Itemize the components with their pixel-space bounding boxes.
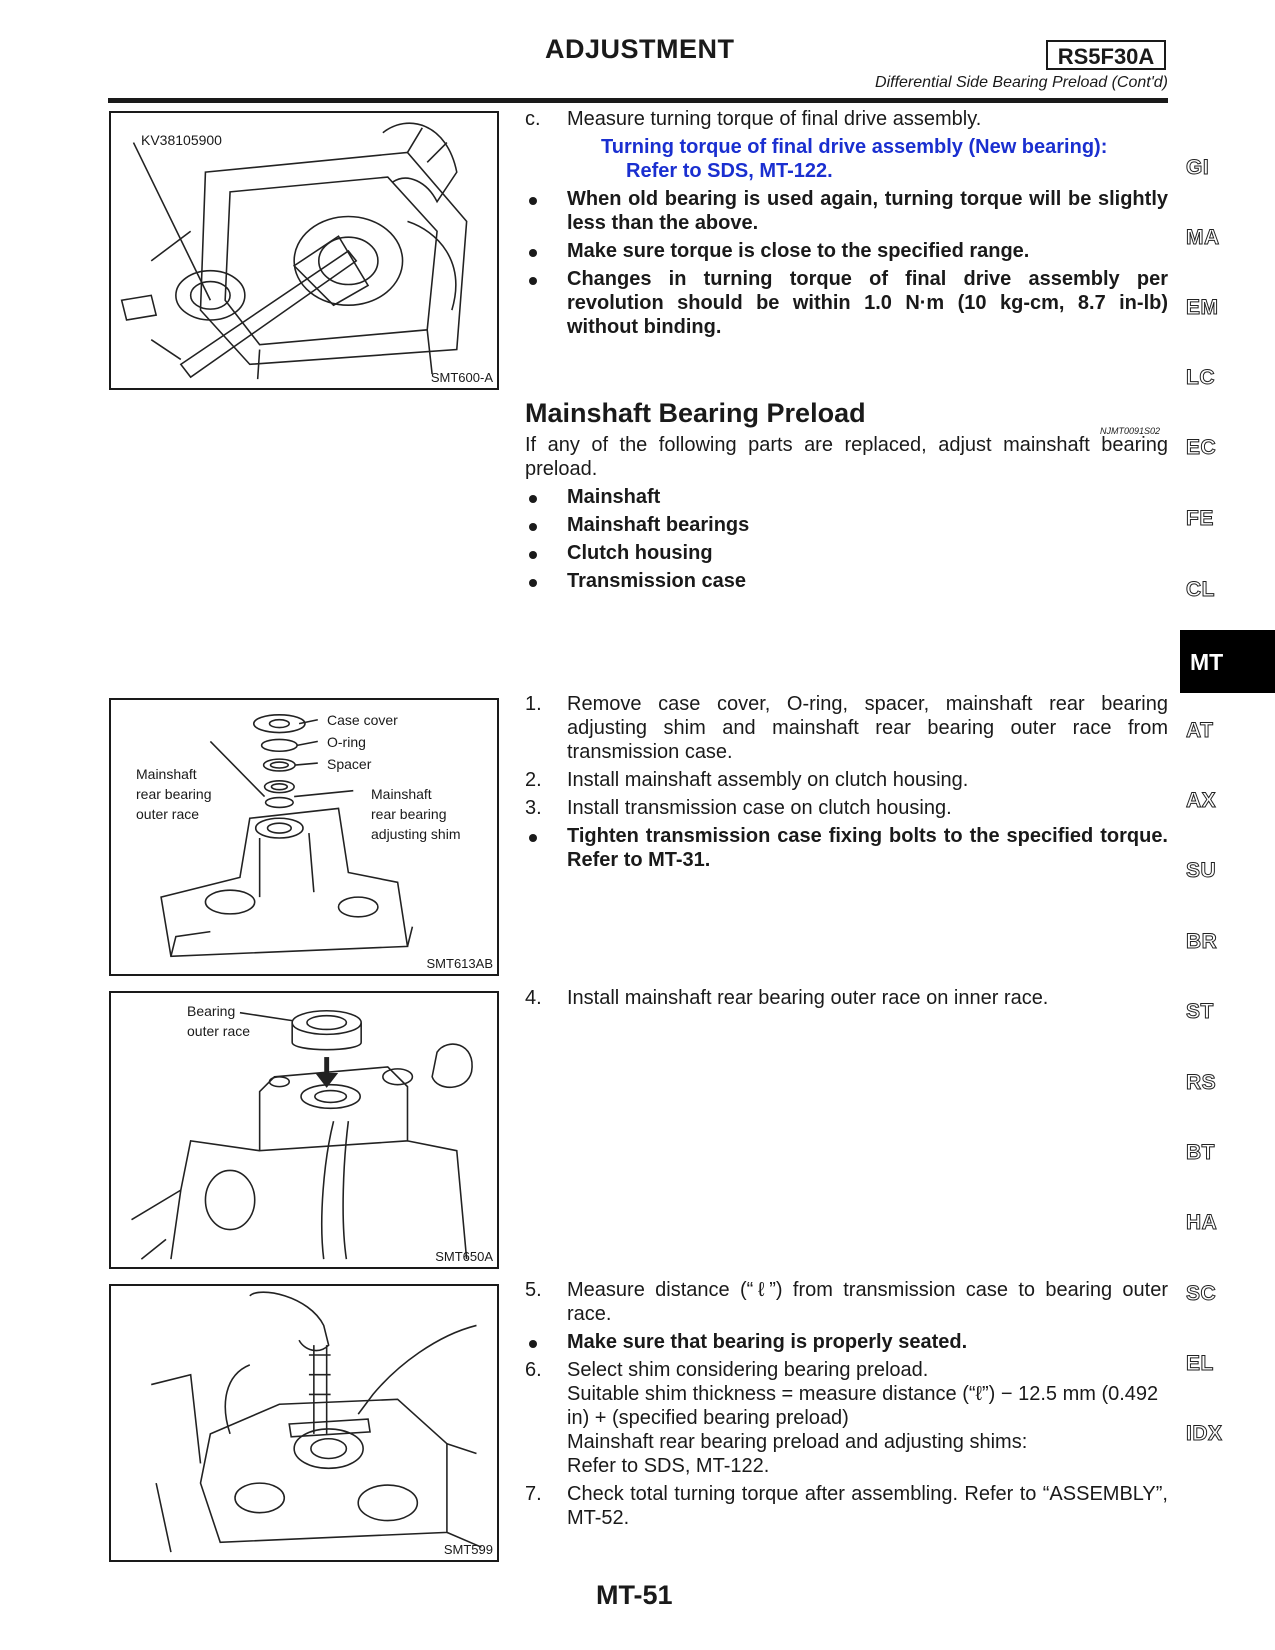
bullet-item: Tighten transmission case fixing bolts t…: [525, 824, 1168, 872]
bullet-item: Make sure torque is close to the specifi…: [525, 239, 1168, 263]
step-1: 1. Remove case cover, O-ring, spacer, ma…: [525, 692, 1168, 764]
figure-code: SMT650A: [435, 1249, 493, 1264]
step-marker: 6.: [525, 1359, 542, 1381]
step-text: Select shim considering bearing preload.: [567, 1359, 929, 1381]
bullet-item: Make sure that bearing is properly seate…: [525, 1330, 1168, 1354]
part-item: Mainshaft bearings: [525, 513, 1168, 537]
side-tab-ec[interactable]: EC: [1185, 436, 1217, 460]
figure-label: Bearing outer race: [187, 1003, 251, 1039]
step-5: 5. Measure distance (“ℓ”) from transmiss…: [525, 1278, 1168, 1326]
step-text: Install mainshaft assembly on clutch hou…: [567, 769, 969, 791]
page-subtitle: Differential Side Bearing Preload (Cont'…: [875, 74, 1168, 91]
bullet-dot: [529, 551, 537, 559]
figure-code: SMT613AB: [426, 956, 493, 971]
side-tab-bt[interactable]: BT: [1186, 1141, 1216, 1165]
side-tab-rs[interactable]: RS: [1185, 1071, 1217, 1095]
bullet-item: Changes in turning torque of final drive…: [525, 267, 1168, 339]
text-block-steps-5-7: 5. Measure distance (“ℓ”) from transmiss…: [525, 1278, 1168, 1534]
figure-smt613ab: Case cover O-ring Spacer Mainshaft rear …: [109, 698, 499, 976]
side-tab-su[interactable]: SU: [1185, 859, 1217, 883]
text-block-steps-1-3: 1. Remove case cover, O-ring, spacer, ma…: [525, 692, 1168, 876]
bullet-dot: [529, 1340, 537, 1348]
step-marker: 1.: [525, 693, 542, 715]
side-tab-active[interactable]: MT: [1180, 630, 1275, 693]
part-item: Mainshaft: [525, 485, 1168, 509]
figure-smt600a: KV38105900 SMT600-A: [109, 111, 499, 390]
part-item: Clutch housing: [525, 541, 1168, 565]
side-tab-el[interactable]: EL: [1186, 1352, 1214, 1376]
bullet-dot: [529, 579, 537, 587]
bullet-dot: [529, 523, 537, 531]
step-text: Measure distance (“ℓ”) from transmission…: [567, 1279, 1168, 1325]
side-tab-ha[interactable]: HA: [1185, 1211, 1218, 1235]
step-c: c. Measure turning torque of final drive…: [525, 107, 1168, 131]
bearing-outer-race-install-illustration: [131, 1009, 473, 1260]
spec-line: Refer to SDS, MT-122.: [626, 160, 833, 182]
side-tab-label: MT: [1190, 649, 1224, 675]
step-marker: 7.: [525, 1483, 542, 1505]
side-tab-idx[interactable]: IDX: [1186, 1422, 1223, 1446]
shim-formula: Suitable shim thickness = measure distan…: [567, 1383, 1159, 1429]
side-tab-lc[interactable]: LC: [1186, 366, 1216, 390]
side-tab-em[interactable]: EM: [1186, 296, 1219, 320]
preload-reference: Refer to SDS, MT-122.: [567, 1455, 770, 1477]
figure-label: Spacer: [327, 756, 372, 772]
text-block-section-intro: If any of the following parts are replac…: [525, 433, 1168, 597]
figure-label: Case cover: [327, 712, 398, 728]
step-text: Install transmission case on clutch hous…: [567, 797, 952, 819]
figure-smt650a: Bearing outer race SMT650A: [109, 991, 499, 1269]
page-title: ADJUSTMENT: [545, 34, 735, 64]
text-block-final-drive: c. Measure turning torque of final drive…: [525, 107, 1168, 343]
bullet-dot: [529, 495, 537, 503]
step-marker: 4.: [525, 987, 542, 1009]
side-tab-gi[interactable]: GI: [1185, 156, 1210, 180]
preload-reference: Mainshaft rear bearing preload and adjus…: [567, 1431, 1028, 1453]
side-tab-sc[interactable]: SC: [1185, 1282, 1217, 1306]
step-text: Remove case cover, O-ring, spacer, mains…: [567, 693, 1168, 763]
section-intro: If any of the following parts are replac…: [525, 434, 1168, 480]
figure-code: SMT600-A: [430, 370, 493, 385]
step-3: 3. Install transmission case on clutch h…: [525, 796, 1168, 820]
bullet-dot: [529, 249, 537, 257]
model-badge: RS5F30A: [1046, 40, 1166, 70]
figure-label: O-ring: [327, 734, 366, 750]
bullet-dot: [529, 197, 537, 205]
step-marker: 2.: [525, 769, 542, 791]
page-number: MT-51: [596, 1580, 673, 1610]
spec-line: Turning torque of final drive assembly (…: [601, 136, 1108, 158]
step-4: 4. Install mainshaft rear bearing outer …: [525, 986, 1168, 1010]
side-tab-cl[interactable]: CL: [1186, 578, 1216, 602]
figure-label: Mainshaft rear bearing outer race: [136, 766, 212, 822]
side-tab-at[interactable]: AT: [1185, 719, 1214, 743]
step-text: Check total turning torque after assembl…: [567, 1483, 1168, 1529]
side-tab-st[interactable]: ST: [1186, 1000, 1214, 1024]
step-marker: c.: [525, 108, 541, 130]
step-6: 6. Select shim considering bearing prelo…: [525, 1358, 1168, 1382]
step-text: Measure turning torque of final drive as…: [567, 108, 982, 130]
side-tab-fe[interactable]: FE: [1186, 507, 1214, 531]
figure-smt599: SMT599: [109, 1284, 499, 1562]
section-code: NJMT0091S02: [1100, 426, 1161, 436]
section-title: Mainshaft Bearing Preload: [525, 398, 866, 428]
step-marker: 3.: [525, 797, 542, 819]
side-tab-ax[interactable]: AX: [1185, 789, 1217, 813]
bullet-dot: [529, 277, 537, 285]
final-drive-torque-illustration: [120, 122, 468, 380]
step-7: 7. Check total turning torque after asse…: [525, 1482, 1168, 1530]
transmission-case-exploded-illustration: [160, 713, 414, 958]
step-text: Install mainshaft rear bearing outer rac…: [567, 987, 1049, 1009]
depth-gauge-measurement-illustration: [151, 1291, 482, 1553]
text-block-step-4: 4. Install mainshaft rear bearing outer …: [525, 986, 1168, 1014]
header-rule: [108, 98, 1168, 103]
side-tab-ma[interactable]: MA: [1186, 226, 1220, 250]
figure-code: SMT599: [443, 1542, 493, 1557]
figure-label: KV38105900: [141, 132, 222, 148]
bullet-item: When old bearing is used again, turning …: [525, 187, 1168, 235]
step-2: 2. Install mainshaft assembly on clutch …: [525, 768, 1168, 792]
side-tab-br[interactable]: BR: [1185, 930, 1218, 954]
step-marker: 5.: [525, 1279, 542, 1301]
figure-label: Mainshaft rear bearing adjusting shim: [371, 786, 461, 842]
part-item: Transmission case: [525, 569, 1168, 593]
bullet-dot: [529, 834, 537, 842]
